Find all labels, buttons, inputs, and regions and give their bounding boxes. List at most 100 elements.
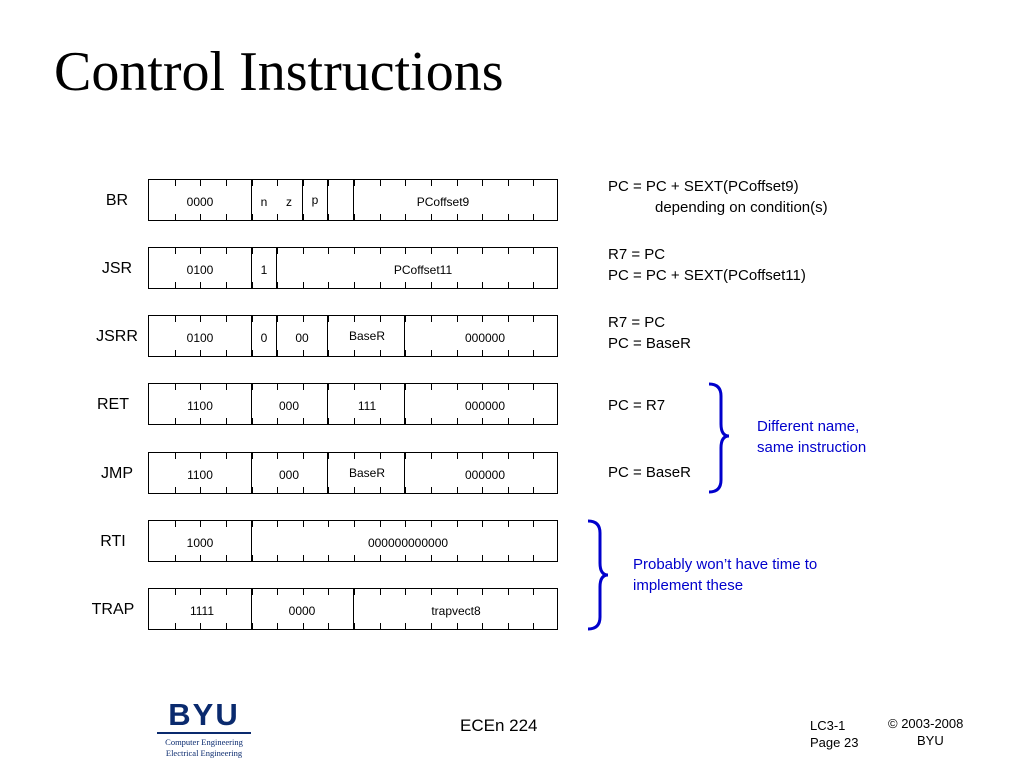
bit-tick bbox=[457, 487, 458, 493]
instruction-format-jsrr: 0100 0 00 BaseR 000000 bbox=[148, 315, 558, 357]
bit-tick bbox=[482, 589, 483, 595]
bit-tick bbox=[277, 316, 278, 322]
bit-tick bbox=[354, 180, 355, 186]
bit-tick bbox=[405, 521, 406, 527]
brace-rti-trap bbox=[587, 519, 609, 631]
bit-tick bbox=[380, 589, 381, 595]
bit-tick bbox=[303, 214, 304, 220]
bit-tick bbox=[328, 555, 329, 561]
bit-tick bbox=[508, 555, 509, 561]
bit-tick bbox=[252, 180, 253, 186]
field-opcode: 0100 bbox=[186, 331, 214, 345]
field-bits11-0: 000000000000 bbox=[367, 536, 449, 550]
bit-tick bbox=[405, 384, 406, 390]
bit-tick bbox=[303, 521, 304, 527]
bit-tick bbox=[508, 180, 509, 186]
bit-tick bbox=[405, 555, 406, 561]
bit-tick bbox=[226, 180, 227, 186]
bit-tick bbox=[200, 214, 201, 220]
field-baser: 111 bbox=[357, 399, 377, 413]
byu-logo: BYU Computer Engineering Electrical Engi… bbox=[155, 698, 253, 760]
bit-tick bbox=[482, 384, 483, 390]
bit-tick bbox=[380, 384, 381, 390]
bit-tick bbox=[354, 248, 355, 254]
bit-tick bbox=[405, 453, 406, 459]
bit-tick bbox=[405, 248, 406, 254]
bit-tick bbox=[457, 555, 458, 561]
bit-tick bbox=[457, 248, 458, 254]
bit-tick bbox=[200, 487, 201, 493]
bit-tick bbox=[482, 555, 483, 561]
bit-tick bbox=[226, 316, 227, 322]
bit-tick bbox=[482, 487, 483, 493]
bit-tick bbox=[533, 521, 534, 527]
instruction-format-jmp: 1100 000 BaseR 000000 bbox=[148, 452, 558, 494]
bit-tick bbox=[303, 180, 304, 186]
bit-tick bbox=[277, 214, 278, 220]
bit-tick bbox=[328, 589, 329, 595]
bit-tick bbox=[252, 316, 253, 322]
mnemonic-trap: TRAP bbox=[91, 601, 135, 618]
bit-tick bbox=[508, 282, 509, 288]
bit-tick bbox=[175, 214, 176, 220]
bit-tick bbox=[457, 453, 458, 459]
bit-tick bbox=[482, 316, 483, 322]
desc-br-line2: depending on condition(s) bbox=[655, 199, 828, 216]
bit-tick bbox=[431, 384, 432, 390]
bit-tick bbox=[200, 180, 201, 186]
field-trapvect8: trapvect8 bbox=[431, 604, 481, 618]
bit-tick bbox=[252, 589, 253, 595]
footer-copyright: © 2003-2008 bbox=[888, 716, 964, 731]
bit-tick bbox=[252, 384, 253, 390]
desc-jsr-line2: PC = PC + SEXT(PCoffset11) bbox=[608, 267, 806, 284]
bit-tick bbox=[226, 350, 227, 356]
field-baser: BaseR bbox=[348, 329, 386, 343]
bit-tick bbox=[226, 384, 227, 390]
brace-ret-jmp bbox=[708, 382, 730, 494]
bit-tick bbox=[354, 453, 355, 459]
instruction-format-ret: 1100 000 111 000000 bbox=[148, 383, 558, 425]
bit-tick bbox=[354, 350, 355, 356]
bit-tick bbox=[431, 180, 432, 186]
field-opcode: 1111 bbox=[189, 604, 215, 618]
logo-rule bbox=[157, 732, 251, 734]
bit-tick bbox=[252, 521, 253, 527]
bit-tick bbox=[175, 248, 176, 254]
bit-tick bbox=[328, 623, 329, 629]
bit-tick bbox=[482, 180, 483, 186]
mnemonic-jsrr: JSRR bbox=[96, 328, 138, 345]
bit-tick bbox=[226, 623, 227, 629]
bit-tick bbox=[457, 316, 458, 322]
bit-tick bbox=[354, 555, 355, 561]
bit-tick bbox=[533, 453, 534, 459]
bit-tick bbox=[533, 555, 534, 561]
bit-tick bbox=[328, 350, 329, 356]
bit-tick bbox=[277, 384, 278, 390]
bit-tick bbox=[508, 350, 509, 356]
bit-tick bbox=[431, 214, 432, 220]
bit-tick bbox=[252, 214, 253, 220]
bit-tick bbox=[354, 418, 355, 424]
bit-tick bbox=[175, 453, 176, 459]
bit-tick bbox=[482, 350, 483, 356]
bit-tick bbox=[431, 316, 432, 322]
field-bits11-8: 0000 bbox=[288, 604, 316, 618]
field-bits11-9: 000 bbox=[278, 468, 300, 482]
desc-jsrr-line2: PC = BaseR bbox=[608, 335, 691, 352]
bit-tick bbox=[533, 350, 534, 356]
bit-tick bbox=[200, 589, 201, 595]
bit-tick bbox=[405, 350, 406, 356]
bit-tick bbox=[226, 555, 227, 561]
field-pcoffset9: PCoffset9 bbox=[416, 195, 470, 209]
bit-tick bbox=[277, 282, 278, 288]
bit-tick bbox=[200, 623, 201, 629]
bit-tick bbox=[226, 453, 227, 459]
field-bits10-9: 00 bbox=[295, 331, 309, 345]
bit-tick bbox=[175, 487, 176, 493]
bit-tick bbox=[380, 418, 381, 424]
bit-tick bbox=[457, 214, 458, 220]
mnemonic-rti: RTI bbox=[100, 533, 126, 550]
note-ret-jmp-line1: Different name, bbox=[757, 418, 860, 435]
bit-tick bbox=[533, 487, 534, 493]
note-ret-jmp-line2: same instruction bbox=[757, 439, 867, 456]
